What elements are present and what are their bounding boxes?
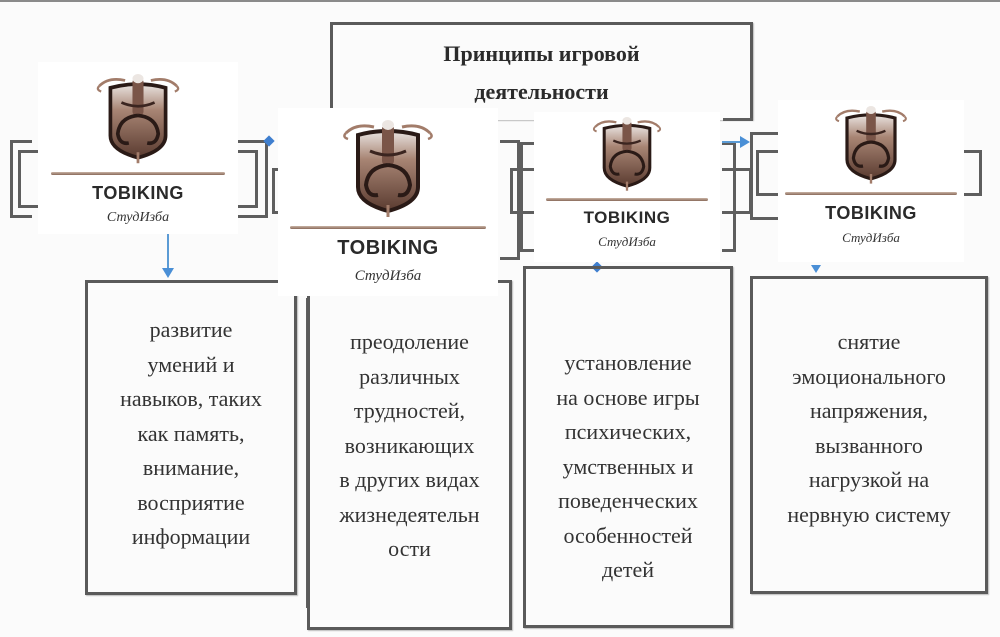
node-line: нервную систему — [787, 501, 951, 527]
node-line: возникающих — [344, 432, 475, 458]
node-line: умственных и — [562, 453, 694, 479]
bracket-left-4 — [750, 132, 780, 220]
diagram-title: Принципы игровой деятельности — [333, 35, 750, 111]
watermark-sub: СтудИзба — [106, 210, 170, 225]
node-line: детей — [601, 557, 655, 582]
node-box-2: преодоление различных трудностей, возник… — [307, 280, 512, 630]
node-line: ости — [388, 536, 431, 561]
logo-underline — [546, 198, 708, 201]
node-line: поведенческих — [558, 488, 698, 513]
title-box-tail — [723, 118, 753, 121]
crest-icon — [589, 112, 665, 198]
bracket-right-1 — [238, 140, 268, 218]
arrow-down-icon — [162, 268, 174, 278]
node-text-3: установление на основе игры психических,… — [532, 346, 724, 588]
arrow-right-icon — [740, 136, 750, 148]
page-top-border — [0, 0, 1000, 2]
node-line: особенностей — [563, 522, 693, 548]
node-line: различных — [359, 363, 460, 389]
node-line: восприятие — [137, 489, 245, 515]
watermark-sub: СтудИзба — [842, 230, 900, 245]
node-box-3: установление на основе игры психических,… — [523, 266, 733, 628]
node-line: навыков, таких — [120, 386, 262, 411]
watermark-brand: TOBIKING — [583, 208, 671, 227]
connector-line-right — [722, 141, 742, 143]
connector-line-1 — [167, 232, 169, 272]
bracket-right-4 — [962, 150, 982, 196]
node-line: как память, — [137, 420, 245, 446]
bracket-left-1-inner — [18, 150, 38, 208]
logo-underline — [51, 172, 225, 175]
node-line: информации — [131, 524, 251, 549]
node-text-4: снятие эмоционального напряжения, вызван… — [759, 325, 979, 532]
watermark-logo: TOBIKING СтудИзба — [778, 100, 964, 262]
watermark-brand: TOBIKING — [825, 203, 917, 223]
arrow-down-icon — [811, 265, 821, 273]
title-line-1: Принципы игровой — [443, 41, 640, 66]
node-line: на основе игры — [556, 384, 700, 410]
node-line: эмоционального — [792, 363, 946, 389]
watermark-logo: TOBIKING СтудИзба — [278, 108, 498, 296]
node-line: умений и — [147, 351, 235, 377]
node-line: развитие — [149, 317, 233, 342]
node-line: установление — [564, 350, 692, 375]
bracket-left-4-inner — [756, 150, 780, 196]
bracket-left-3 — [510, 168, 540, 214]
watermark-logo: TOBIKING СтудИзба — [534, 112, 720, 262]
crest-icon — [92, 68, 184, 172]
crest-icon — [831, 100, 911, 192]
node-line: внимание, — [142, 455, 240, 480]
node-line: преодоление — [350, 329, 469, 354]
node-box-1: развитие умений и навыков, таких как пам… — [85, 280, 297, 595]
bracket-left-1 — [10, 140, 32, 218]
node-line: снятие — [837, 329, 901, 354]
watermark-logo: TOBIKING СтудИзба — [38, 62, 238, 234]
node-line: в других видах — [339, 467, 480, 492]
watermark-sub: СтудИзба — [354, 268, 422, 284]
title-box: Принципы игровой деятельности — [330, 22, 753, 120]
title-line-2: деятельности — [474, 79, 609, 104]
bracket-right-3 — [722, 142, 736, 252]
watermark-sub: СтудИзба — [598, 234, 656, 249]
crest-icon — [338, 114, 438, 226]
node-text-2: преодоление различных трудностей, возник… — [316, 325, 503, 567]
bracket-right-1-inner — [238, 150, 258, 208]
bracket-left-3-outer — [520, 142, 534, 252]
node-line: вызванного — [815, 432, 923, 458]
watermark-brand: TOBIKING — [337, 237, 439, 259]
node-text-1: развитие умений и навыков, таких как пам… — [94, 313, 288, 555]
logo-underline — [785, 192, 957, 195]
bracket-right-3-inner — [722, 168, 752, 214]
bracket-right-2 — [500, 140, 520, 260]
node-line: нагрузкой на — [808, 467, 930, 492]
node-line: трудностей, — [353, 398, 466, 423]
watermark-brand: TOBIKING — [92, 183, 184, 203]
node-line: психических, — [564, 419, 692, 444]
node-line: напряжения, — [810, 398, 928, 423]
logo-underline — [290, 226, 486, 229]
node-line: жизнедеятельн — [339, 501, 480, 527]
node-box-4: снятие эмоционального напряжения, вызван… — [750, 276, 988, 594]
